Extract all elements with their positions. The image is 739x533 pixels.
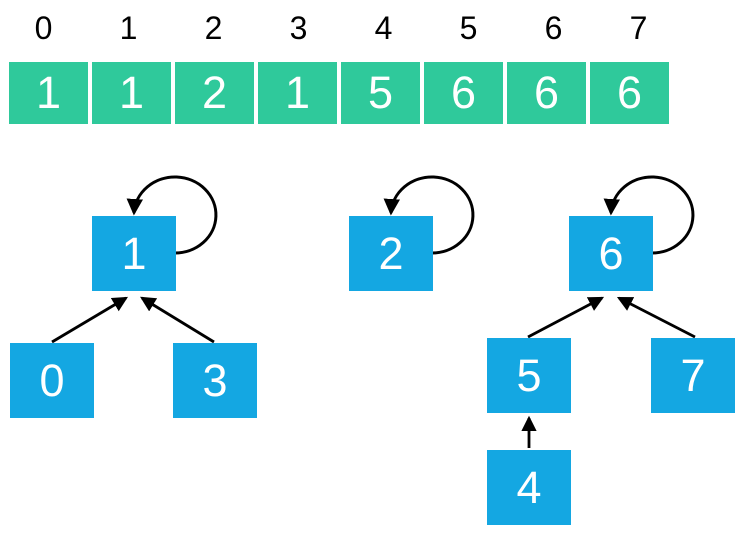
array-cell-0: 1 bbox=[9, 62, 88, 124]
array-index-label-0: 0 bbox=[34, 10, 53, 46]
array-cell-5: 6 bbox=[424, 62, 503, 124]
array-cell-3: 1 bbox=[258, 62, 337, 124]
edge-3-to-1 bbox=[140, 296, 215, 344]
array-index-label-7: 7 bbox=[629, 10, 648, 46]
array-cell-4: 5 bbox=[341, 62, 420, 124]
tree-node-0: 0 bbox=[10, 343, 94, 418]
array-index-label-3: 3 bbox=[289, 10, 308, 46]
tree-node-7: 7 bbox=[651, 338, 735, 413]
tree-node-6: 6 bbox=[569, 216, 653, 291]
tree-node-5: 5 bbox=[487, 338, 571, 413]
tree-node-3: 3 bbox=[173, 343, 257, 418]
array-index-label-2: 2 bbox=[204, 10, 223, 46]
array-cell-1: 1 bbox=[92, 62, 171, 124]
parent-array: 1 1 2 1 5 6 6 6 bbox=[9, 62, 669, 124]
array-cell-7: 6 bbox=[590, 62, 669, 124]
array-index-label-6: 6 bbox=[544, 10, 563, 46]
array-index-row: 0 1 2 3 4 5 6 7 bbox=[1, 10, 681, 46]
tree-node-1: 1 bbox=[92, 216, 176, 291]
array-index-label-5: 5 bbox=[459, 10, 478, 46]
array-index-label-4: 4 bbox=[374, 10, 393, 46]
tree-node-2: 2 bbox=[349, 216, 433, 291]
edge-5-to-6 bbox=[527, 296, 605, 339]
array-index-label-1: 1 bbox=[119, 10, 138, 46]
array-cell-6: 6 bbox=[507, 62, 586, 124]
edge-0-to-1 bbox=[51, 296, 128, 344]
array-cell-2: 2 bbox=[175, 62, 254, 124]
tree-node-4: 4 bbox=[487, 450, 571, 525]
edge-7-to-6 bbox=[616, 296, 696, 339]
